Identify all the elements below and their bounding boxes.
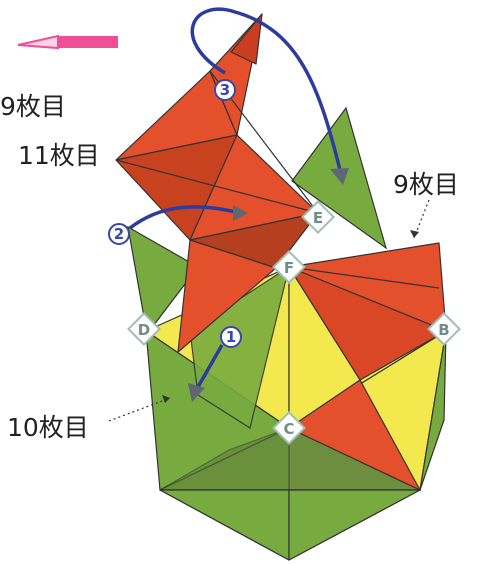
svg-text:3: 3 [220, 81, 230, 99]
label-sheet-9-right: 9枚目 [393, 170, 459, 199]
point-marker-c: C [272, 411, 306, 445]
red-flap-right [288, 242, 447, 381]
leader-arrow-9 [410, 230, 419, 238]
point-marker-b: B [427, 312, 461, 346]
point-marker-e: E [301, 200, 335, 234]
svg-text:C: C [283, 420, 294, 438]
svg-text:F: F [284, 259, 294, 277]
step-1-marker: 1 [220, 326, 242, 348]
label-sheet-11: 11枚目 [18, 141, 100, 170]
svg-text:2: 2 [114, 225, 124, 243]
svg-text:B: B [438, 321, 449, 339]
leader-arrow-10 [162, 395, 170, 403]
pink-pencil-icon [17, 34, 118, 50]
point-marker-f: F [272, 250, 306, 284]
label-sheet-10: 10枚目 [7, 413, 89, 442]
fold-arrows [128, 7, 342, 388]
step-3-marker: 3 [214, 79, 236, 101]
arrowhead-3 [330, 168, 349, 185]
red-panel-lower [287, 379, 422, 492]
arrowhead-2 [233, 205, 248, 221]
point-marker-d: D [127, 312, 161, 346]
svg-text:D: D [138, 321, 150, 339]
arrowhead-1 [188, 383, 205, 402]
green-panel-left [189, 265, 290, 429]
svg-text:1: 1 [226, 328, 236, 346]
step-2-marker: 2 [108, 223, 130, 245]
green-flap-back-left [127, 225, 199, 336]
leader-lines [108, 199, 430, 422]
label-sheet-9-left: 9枚目 [0, 92, 66, 121]
svg-text:E: E [313, 209, 323, 227]
red-flap-top [115, 13, 319, 353]
